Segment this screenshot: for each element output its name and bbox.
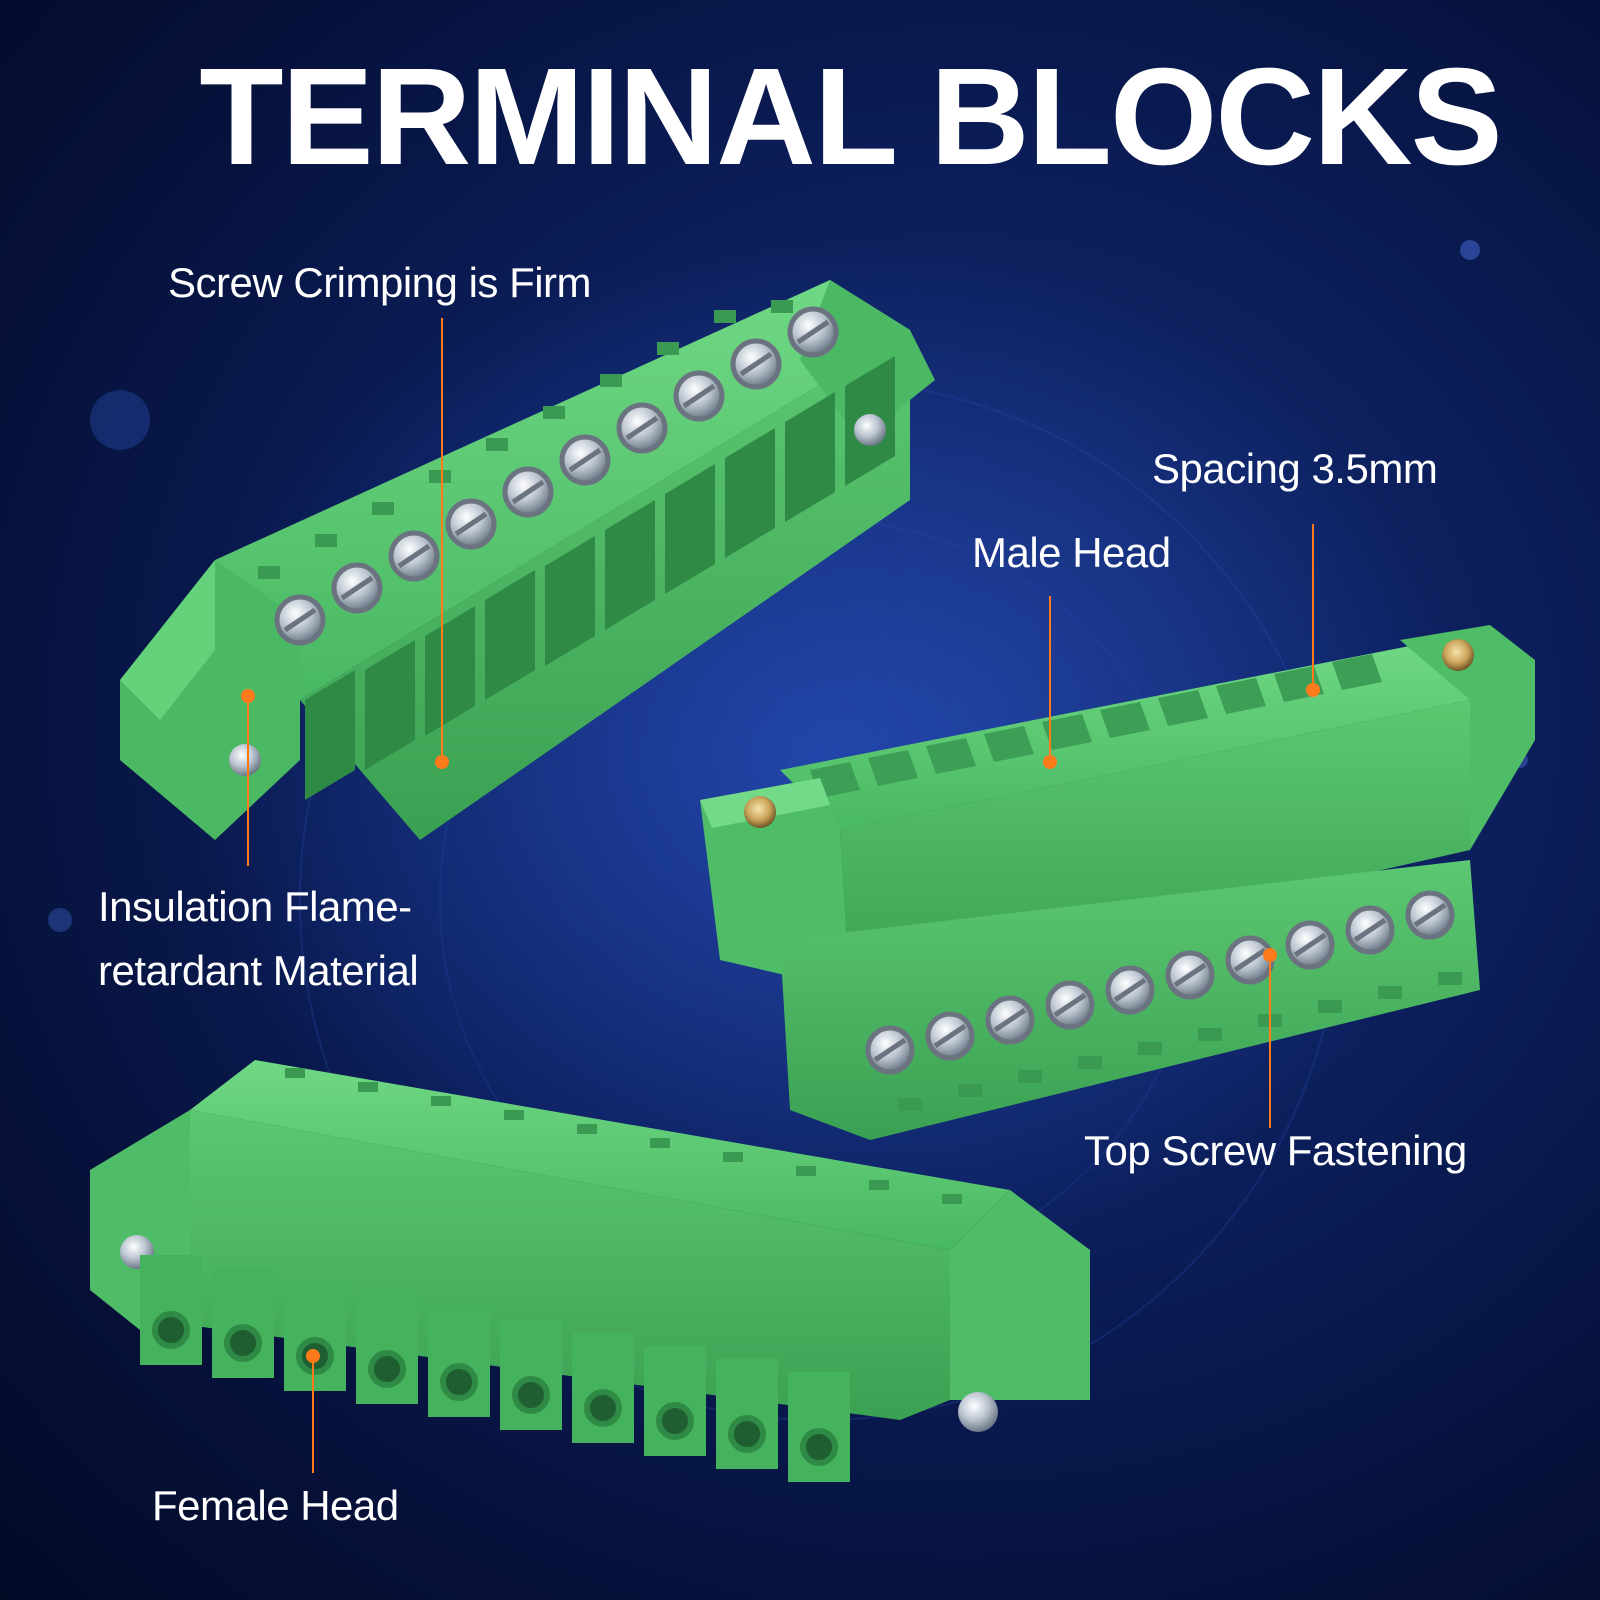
callout-insulation-line1: Insulation Flame- <box>98 883 412 930</box>
right-terminal-block <box>700 625 1535 1140</box>
bottom-terminal-block <box>90 1060 1090 1482</box>
callout-leaders <box>241 318 1320 1473</box>
callout-top-screw: Top Screw Fastening <box>1084 1127 1467 1174</box>
callout-female-head: Female Head <box>152 1482 399 1529</box>
callout-screw-crimping: Screw Crimping is Firm <box>168 259 592 306</box>
callout-spacing: Spacing 3.5mm <box>1152 445 1438 492</box>
callout-male-head: Male Head <box>972 529 1171 576</box>
page-title: TERMINAL BLOCKS <box>199 40 1502 194</box>
top-left-terminal-block <box>120 280 935 840</box>
callout-insulation-line2: retardant Material <box>98 947 419 994</box>
